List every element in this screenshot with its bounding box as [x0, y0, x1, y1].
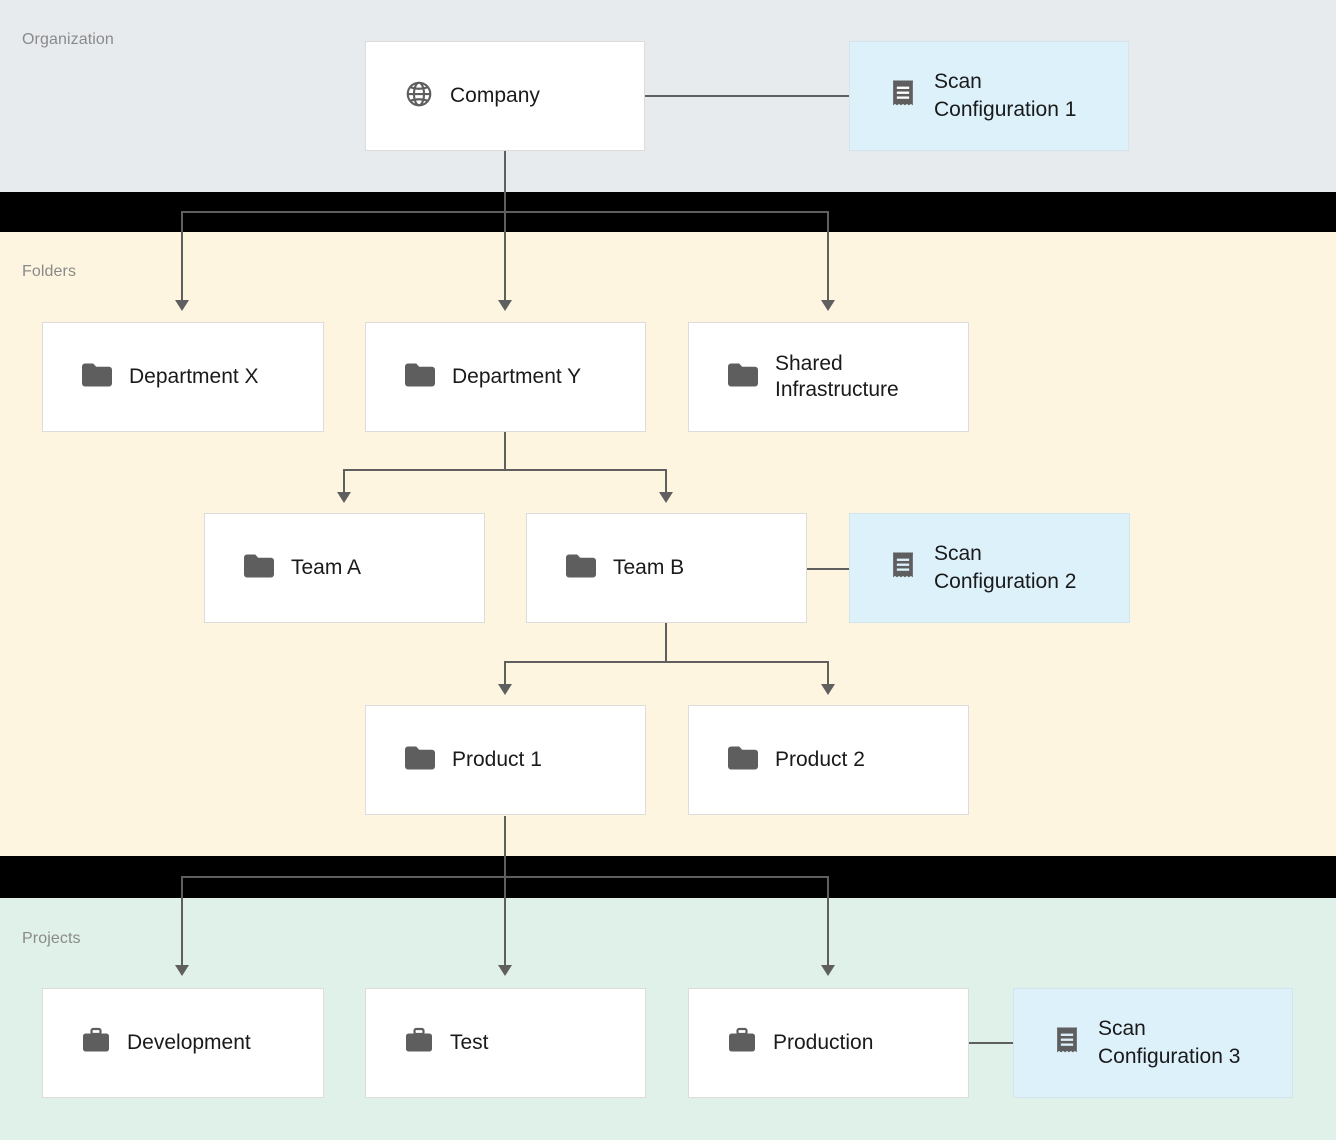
edge-depty-drop-teamb: [665, 469, 667, 493]
edge-teamb-trunk: [665, 622, 667, 663]
receipt-icon: [888, 78, 918, 115]
edge-depty-trunk: [504, 432, 506, 471]
node-team-b[interactable]: Team B: [526, 513, 807, 623]
edge-depty-bus: [343, 469, 667, 471]
node-test[interactable]: Test: [365, 988, 646, 1098]
band-label-projects: Projects: [22, 930, 81, 947]
edge-teamb-drop-product2: [827, 661, 829, 685]
arrowhead-test: [498, 965, 512, 976]
edge-company-trunk: [504, 150, 506, 213]
folder-icon: [565, 553, 597, 584]
briefcase-icon: [404, 1027, 434, 1060]
edge-company-scanconfig1: [645, 95, 849, 97]
edge-product1-drop-test: [504, 876, 506, 966]
edge-teamb-scanconfig2: [807, 568, 850, 570]
edge-company-drop-depty: [504, 211, 506, 301]
node-production[interactable]: Production: [688, 988, 969, 1098]
edge-company-drop-shared: [827, 211, 829, 301]
arrowhead-department-x: [175, 300, 189, 311]
node-label: Scan Configuration 3: [1098, 1017, 1241, 1068]
node-shared-infrastructure[interactable]: Shared Infrastructure: [688, 322, 969, 432]
node-label: Scan Configuration 2: [934, 542, 1077, 593]
node-label: Department Y: [452, 365, 582, 388]
node-label: Team A: [291, 556, 362, 579]
edge-product1-drop-development: [181, 876, 183, 966]
node-team-a[interactable]: Team A: [204, 513, 485, 623]
edge-company-drop-deptx: [181, 211, 183, 301]
node-label: Development: [127, 1031, 251, 1054]
briefcase-icon: [81, 1027, 111, 1060]
receipt-icon: [1052, 1025, 1082, 1062]
arrowhead-product-1: [498, 684, 512, 695]
node-label: Department X: [129, 365, 259, 388]
node-scan-configuration-3[interactable]: Scan Configuration 3: [1013, 988, 1293, 1098]
arrowhead-development: [175, 965, 189, 976]
node-scan-configuration-1[interactable]: Scan Configuration 1: [849, 41, 1129, 151]
folder-icon: [727, 745, 759, 776]
node-department-x[interactable]: Department X: [42, 322, 324, 432]
edge-product1-trunk: [504, 816, 506, 878]
arrowhead-team-a: [337, 492, 351, 503]
edge-product1-drop-production: [827, 876, 829, 966]
edge-teamb-drop-product1: [504, 661, 506, 685]
node-product-1[interactable]: Product 1: [365, 705, 646, 815]
band-label-folders: Folders: [22, 263, 77, 280]
edge-production-scanconfig3: [968, 1042, 1014, 1044]
folder-icon: [727, 362, 759, 393]
node-label: Product 1: [452, 748, 542, 771]
briefcase-icon: [727, 1027, 757, 1060]
folder-icon: [404, 745, 436, 776]
node-label: Scan Configuration 1: [934, 70, 1077, 121]
arrowhead-team-b: [659, 492, 673, 503]
node-product-2[interactable]: Product 2: [688, 705, 969, 815]
node-department-y[interactable]: Department Y: [365, 322, 646, 432]
arrowhead-production: [821, 965, 835, 976]
node-label: Team B: [613, 556, 685, 579]
folder-icon: [404, 362, 436, 393]
node-development[interactable]: Development: [42, 988, 324, 1098]
node-label: Shared Infrastructure: [775, 352, 899, 401]
arrowhead-product-2: [821, 684, 835, 695]
folder-icon: [81, 362, 113, 393]
band-label-organization: Organization: [22, 31, 114, 48]
arrowhead-department-y: [498, 300, 512, 311]
node-company[interactable]: Company: [365, 41, 645, 151]
globe-icon: [404, 79, 434, 114]
node-label: Production: [773, 1031, 874, 1054]
node-scan-configuration-2[interactable]: Scan Configuration 2: [849, 513, 1130, 623]
node-label: Company: [450, 84, 540, 107]
arrowhead-shared-infrastructure: [821, 300, 835, 311]
edge-teamb-bus: [504, 661, 828, 663]
node-label: Test: [450, 1031, 489, 1054]
edge-depty-drop-teama: [343, 469, 345, 493]
folder-icon: [243, 553, 275, 584]
receipt-icon: [888, 550, 918, 587]
node-label: Product 2: [775, 748, 865, 771]
